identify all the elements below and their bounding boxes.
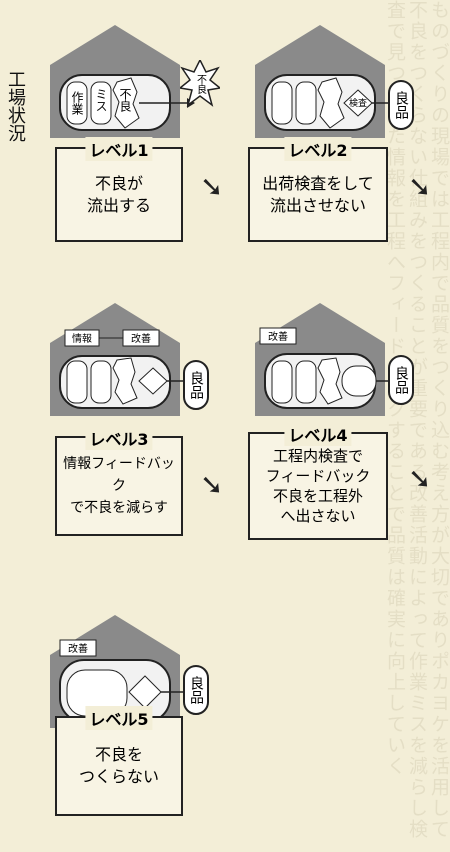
- level5-title: レベル5: [85, 706, 153, 730]
- svg-text:改善: 改善: [268, 330, 288, 343]
- level2-box: レベル2 出荷検査をして 流出させない: [248, 137, 388, 242]
- svg-text:検査: 検査: [349, 97, 367, 109]
- level4-box: レベル4 工程内検査で フィードバック 不良を工程外 へ出さない: [248, 422, 388, 540]
- svg-text:改善: 改善: [131, 332, 151, 345]
- level2-title: レベル2: [284, 137, 352, 161]
- factory-level1: 作業 ミス 不良: [50, 25, 195, 138]
- side-label: 工場状況: [5, 70, 26, 142]
- factory-level4: 改善: [255, 303, 400, 416]
- svg-text:作業: 作業: [70, 91, 84, 115]
- level5-text: 不良を つくらない: [78, 745, 159, 786]
- level3-title: レベル3: [85, 426, 153, 450]
- defect-burst-level1: 不良: [180, 60, 220, 107]
- arrow-3-4: ➘: [200, 468, 224, 501]
- level1-title: レベル1: [85, 137, 153, 161]
- factory-level3: 情報 改善: [50, 303, 195, 416]
- level3-text: 情報フィードバック で不良を減らす: [63, 456, 175, 516]
- arrow-1-2: ➘: [200, 170, 224, 203]
- svg-text:改善: 改善: [68, 642, 88, 655]
- svg-text:不良: 不良: [118, 88, 132, 113]
- arrow-2-3: ➘: [408, 170, 432, 203]
- svg-text:不良: 不良: [195, 74, 207, 95]
- level4-text: 工程内検査で フィードバック 不良を工程外 へ出さない: [265, 447, 371, 525]
- level1-text: 不良が 流出する: [86, 173, 151, 215]
- factory-level2: 検査: [255, 25, 400, 138]
- good-product-level4: 良品: [388, 355, 414, 405]
- good-product-level5: 良品: [183, 665, 209, 715]
- arrow-4-5: ➘: [408, 462, 432, 495]
- svg-text:情報: 情報: [72, 332, 92, 345]
- good-product-level3: 良品: [183, 360, 209, 410]
- good-product-level2: 良品: [388, 80, 414, 130]
- level2-text: 出荷検査をして 流出させない: [262, 173, 374, 215]
- level5-box: レベル5 不良を つくらない: [55, 706, 183, 816]
- level3-box: レベル3 情報フィードバック で不良を減らす: [55, 426, 183, 536]
- level4-title: レベル4: [284, 422, 352, 446]
- svg-text:ミス: ミス: [94, 88, 108, 112]
- level1-box: レベル1 不良が 流出する: [55, 137, 183, 242]
